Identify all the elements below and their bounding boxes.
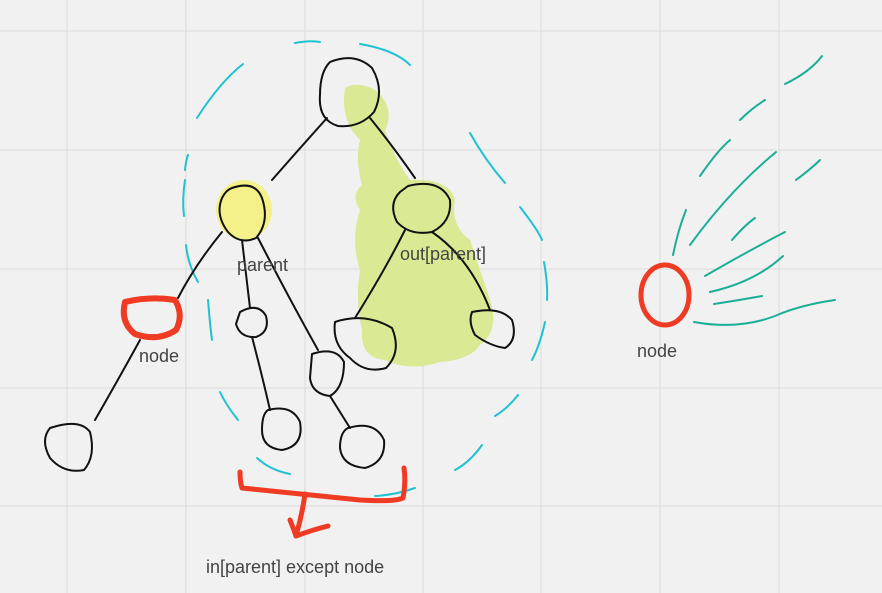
parent-label: parent: [237, 255, 289, 275]
rays: [672, 55, 836, 326]
in-parent-except-node-label: in[parent] except node: [206, 557, 385, 577]
node-label-right: node: [637, 341, 678, 361]
node-marker-right: [638, 262, 692, 328]
dashed-outline: [182, 40, 549, 497]
root-node: [318, 57, 380, 128]
parent-highlight: [216, 180, 272, 240]
node-label-left: node: [139, 346, 180, 366]
tree: [44, 57, 515, 472]
node-marker-left: [120, 295, 183, 341]
out-parent-label: out[parent]: [400, 244, 487, 264]
subtree-highlight: [344, 84, 494, 367]
in-parent-bracket: [237, 465, 408, 539]
